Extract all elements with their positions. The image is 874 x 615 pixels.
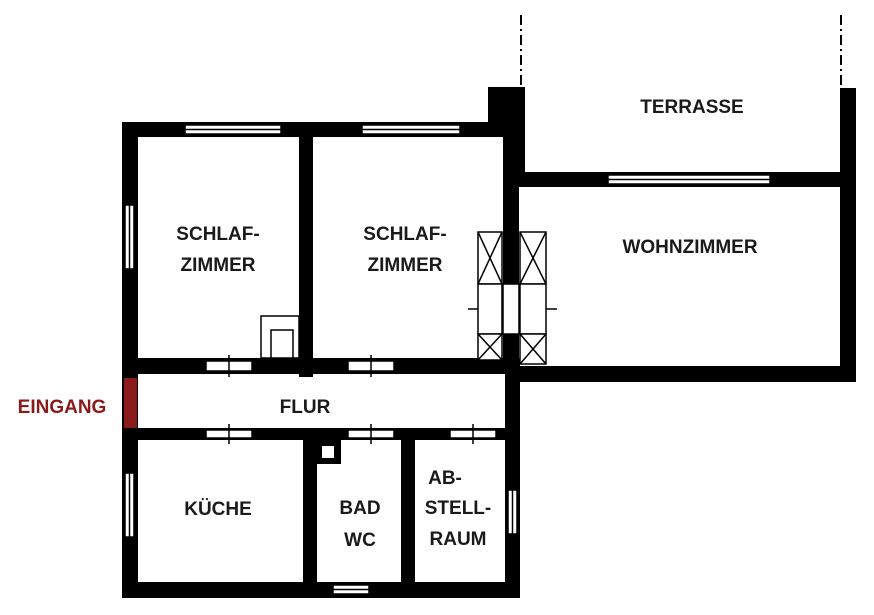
label-flur: FLUR (280, 397, 331, 418)
entrance-door (124, 378, 137, 428)
built-in-cabinets (468, 231, 557, 365)
label-bad-line2: WC (344, 530, 376, 551)
label-schlafzimmer-1-line2: ZIMMER (181, 255, 256, 276)
doors (205, 355, 497, 444)
label-bad-line1: BAD (339, 498, 380, 519)
label-terrasse: TERRASSE (640, 97, 743, 118)
label-schlafzimmer-1-line1: SCHLAF- (176, 224, 259, 245)
shaft-icon (317, 440, 341, 464)
label-abstellraum-line2: STELL- (425, 498, 492, 519)
label-schlafzimmer-2-line1: SCHLAF- (363, 224, 446, 245)
label-schlafzimmer-2-line2: ZIMMER (368, 255, 443, 276)
label-wohnzimmer: WOHNZIMMER (622, 237, 757, 258)
label-abstellraum-line1: AB- (428, 468, 462, 489)
terrace-boundary (520, 15, 842, 88)
room-labels: TERRASSE SCHLAF- ZIMMER SCHLAF- ZIMMER W… (18, 97, 758, 551)
oven-icon (260, 315, 304, 359)
label-eingang: EINGANG (18, 397, 107, 418)
label-kueche: KÜCHE (184, 499, 252, 520)
windows (124, 124, 771, 595)
label-abstellraum-line3: RAUM (430, 529, 487, 550)
